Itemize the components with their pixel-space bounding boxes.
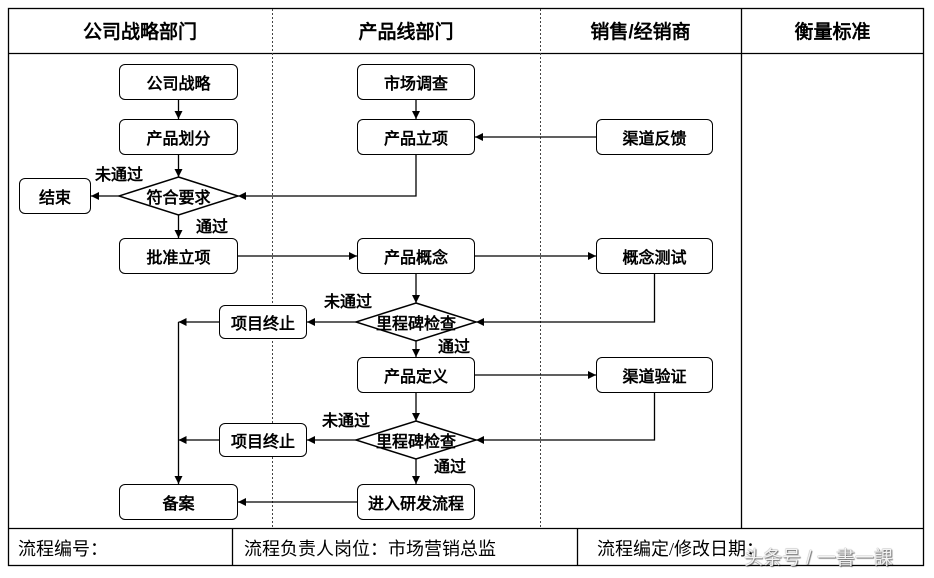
node-end: 结束 bbox=[19, 178, 91, 214]
node-channel-feedback: 渠道反馈 bbox=[596, 119, 713, 155]
node-product-concept: 产品概念 bbox=[357, 238, 475, 274]
footer-owner-value: 市场营销总监 bbox=[388, 538, 496, 559]
node-market-research: 市场调查 bbox=[357, 64, 475, 100]
arrow-channel-validation-to-milestone-2 bbox=[476, 393, 656, 444]
node-product-division: 产品划分 bbox=[119, 119, 238, 155]
node-product-initiation: 产品立项 bbox=[357, 119, 475, 155]
node-concept-test: 概念测试 bbox=[596, 238, 713, 274]
node-enter-rd-process: 进入研发流程 bbox=[357, 484, 475, 520]
footer-process-number-label: 流程编号： bbox=[18, 538, 108, 559]
footer-revision-date: 流程编定/修改日期： bbox=[597, 529, 764, 566]
node-filing: 备案 bbox=[119, 484, 238, 520]
lane-header-company-strategy: 公司战略部门 bbox=[82, 22, 197, 43]
edge-label-milestone-2-passed: 通过 bbox=[434, 459, 467, 476]
decision-meets-requirements-label: 符合要求 bbox=[146, 190, 211, 207]
watermark: 头条号 / 一書一課 bbox=[744, 548, 893, 569]
decision-milestone-review-1-label: 里程碑检查 bbox=[375, 316, 456, 333]
node-company-strategy: 公司战略 bbox=[119, 64, 238, 100]
node-project-termination-2: 项目终止 bbox=[219, 423, 307, 457]
node-project-termination-1: 项目终止 bbox=[219, 305, 307, 339]
footer-revision-date-label: 流程编定/修改日期： bbox=[597, 538, 765, 559]
footer-process-owner: 流程负责人岗位：市场营销总监 bbox=[244, 529, 496, 566]
arrow-initiation-to-requirements-check bbox=[238, 155, 417, 200]
edge-label-milestone-1-passed: 通过 bbox=[438, 339, 471, 356]
lane-header-metrics: 衡量标准 bbox=[794, 22, 871, 43]
lane-header-product-line: 产品线部门 bbox=[358, 22, 454, 43]
edge-label-requirements-failed: 未通过 bbox=[95, 167, 144, 184]
edge-label-milestone-1-failed: 未通过 bbox=[324, 294, 373, 311]
edge-label-requirements-passed: 通过 bbox=[196, 219, 229, 236]
decision-milestone-review-2-label: 里程碑检查 bbox=[375, 434, 456, 451]
node-channel-validation: 渠道验证 bbox=[596, 357, 713, 393]
lane-header-sales-dealers: 销售/经销商 bbox=[590, 22, 691, 43]
footer-process-number: 流程编号： bbox=[18, 529, 108, 566]
node-product-definition: 产品定义 bbox=[357, 357, 475, 393]
node-approve-project: 批准立项 bbox=[119, 238, 238, 274]
edge-label-milestone-2-failed: 未通过 bbox=[322, 413, 371, 430]
arrow-concept-test-to-milestone-1 bbox=[476, 274, 656, 326]
table-outer-border bbox=[7, 7, 925, 567]
footer-owner-label: 流程负责人岗位： bbox=[244, 538, 388, 559]
